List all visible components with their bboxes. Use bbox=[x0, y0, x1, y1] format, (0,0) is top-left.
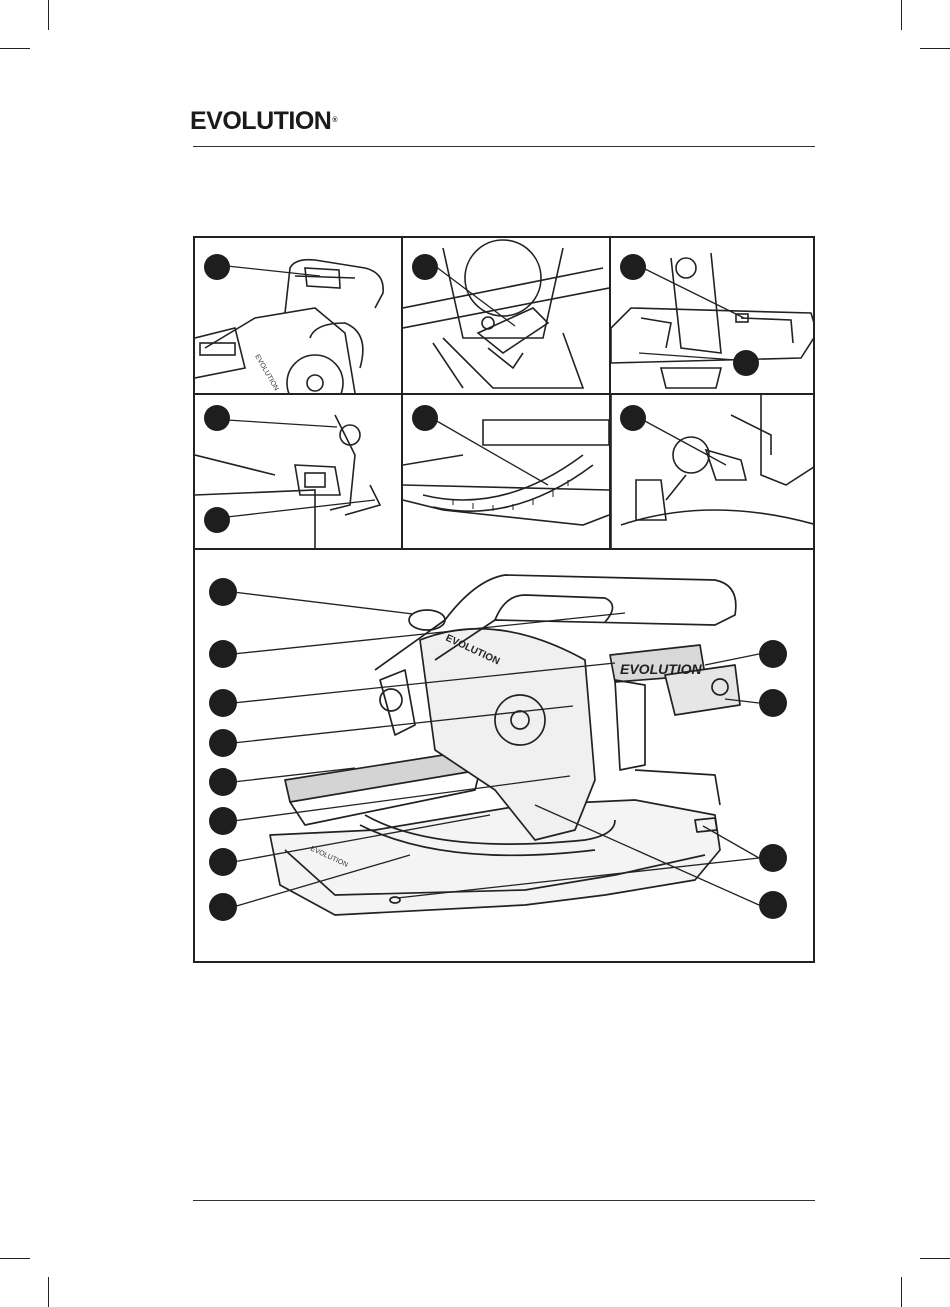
crop-mark bbox=[920, 48, 950, 49]
callout-marker bbox=[759, 689, 787, 717]
callout-marker bbox=[209, 848, 237, 876]
panel-base-rear-detail bbox=[611, 238, 815, 393]
panel-handle-detail: EVOLUTION bbox=[195, 238, 401, 393]
callout-marker bbox=[759, 640, 787, 668]
panel-bevel-lock-detail bbox=[195, 395, 401, 548]
callout-marker bbox=[209, 893, 237, 921]
plate-brand-text: EVOLUTION bbox=[620, 661, 703, 677]
panel-clamp-knob-detail bbox=[611, 395, 815, 548]
callout-marker bbox=[209, 768, 237, 796]
callout-marker bbox=[209, 689, 237, 717]
panel-mitre-scale-detail bbox=[403, 395, 609, 548]
callout-marker bbox=[204, 405, 230, 431]
crop-mark bbox=[901, 1277, 902, 1307]
brand-logo-text: EVOLUTION bbox=[190, 107, 331, 135]
trademark-mark: ® bbox=[332, 117, 337, 124]
callout-marker bbox=[733, 350, 759, 376]
crop-mark bbox=[48, 1277, 49, 1307]
header-rule bbox=[193, 146, 815, 147]
crop-mark bbox=[48, 0, 49, 30]
panel-mitre-lock-detail bbox=[403, 238, 609, 393]
panel-main-saw-view: EVOLUTION EVOLUTION EVOLUTION bbox=[195, 550, 815, 963]
callout-marker bbox=[204, 507, 230, 533]
footer-rule bbox=[193, 1200, 815, 1201]
crop-mark bbox=[920, 1258, 950, 1259]
callout-marker bbox=[209, 578, 237, 606]
callout-marker bbox=[412, 254, 438, 280]
svg-text:EVOLUTION: EVOLUTION bbox=[253, 354, 279, 393]
crop-mark bbox=[901, 0, 902, 30]
crop-mark bbox=[0, 1258, 30, 1259]
product-figure: EVOLUTION bbox=[193, 236, 815, 963]
callout-marker bbox=[209, 807, 237, 835]
callout-marker bbox=[759, 844, 787, 872]
callout-marker bbox=[759, 891, 787, 919]
callout-marker bbox=[412, 405, 438, 431]
callout-marker bbox=[209, 729, 237, 757]
callout-marker bbox=[620, 254, 646, 280]
callout-marker bbox=[620, 405, 646, 431]
panel-divider bbox=[195, 393, 815, 395]
brand-logo: EVOLUTION® bbox=[190, 106, 337, 136]
crop-mark bbox=[0, 48, 30, 49]
callout-marker bbox=[209, 640, 237, 668]
callout-marker bbox=[204, 254, 230, 280]
